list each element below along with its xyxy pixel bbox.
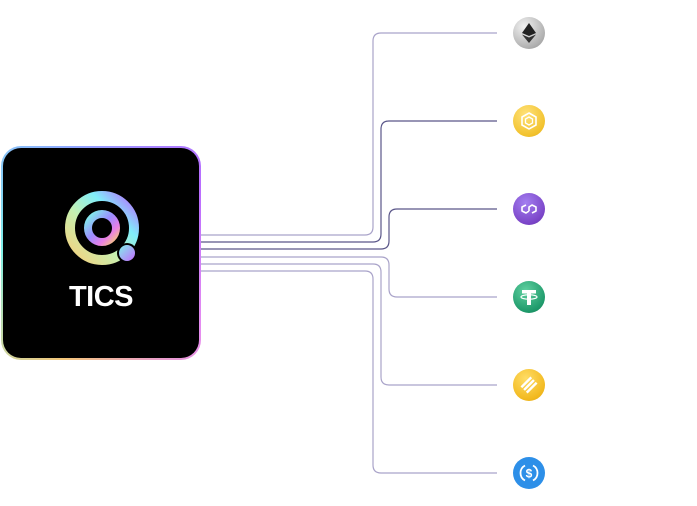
- busd-node: [513, 369, 545, 401]
- usdc-icon: $: [519, 464, 539, 482]
- tics-logo-icon: [65, 191, 139, 265]
- hub-label: TICS: [68, 281, 134, 313]
- svg-text:$: $: [526, 467, 533, 481]
- hexagon-network-icon: [521, 112, 537, 130]
- polygon-icon: [521, 204, 537, 214]
- hexagon-network-node: [513, 105, 545, 137]
- tether-icon: [520, 290, 538, 305]
- tether-node: [513, 281, 545, 313]
- ethereum-node: [513, 17, 545, 49]
- ethereum-icon: [522, 23, 536, 43]
- polygon-node: [513, 193, 545, 225]
- tics-hub-card: TICS: [1, 146, 201, 360]
- busd-icon: [520, 376, 538, 394]
- usdc-node: $: [513, 457, 545, 489]
